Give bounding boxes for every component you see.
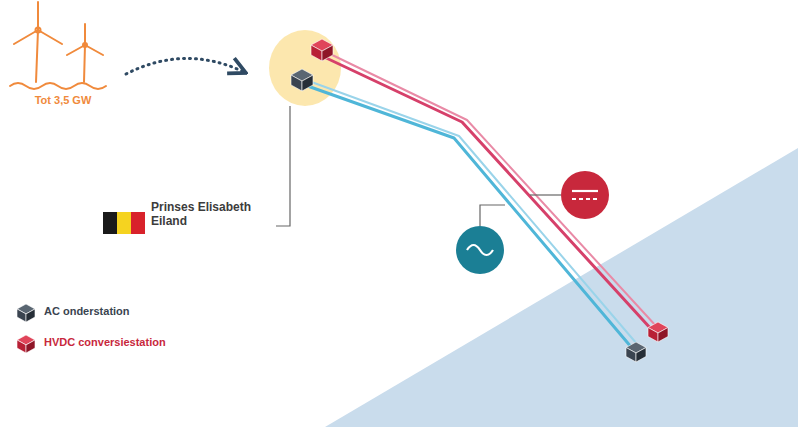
ac-symbol: [456, 226, 504, 274]
station-cubes: [17, 39, 668, 362]
sea: [325, 148, 798, 427]
wind-turbines: [10, 2, 106, 89]
station-cube: [17, 335, 35, 353]
island-label: Prinses Elisabeth Eiland: [151, 200, 273, 229]
capacity-label: Tot 3,5 GW: [18, 94, 108, 107]
station-cube: [311, 39, 333, 61]
station-cube: [626, 342, 646, 362]
station-cube: [17, 304, 35, 322]
dotted-arrow: [126, 58, 244, 74]
belgian-flag: [103, 212, 145, 234]
dc-symbol: [561, 171, 609, 219]
station-cube: [291, 69, 313, 91]
legend-text: AC onderstation: [44, 305, 130, 318]
legend-text: HVDC conversiestation: [44, 336, 166, 349]
leader-lines: [276, 106, 561, 226]
cables: [302, 52, 656, 348]
station-cube: [648, 322, 668, 342]
